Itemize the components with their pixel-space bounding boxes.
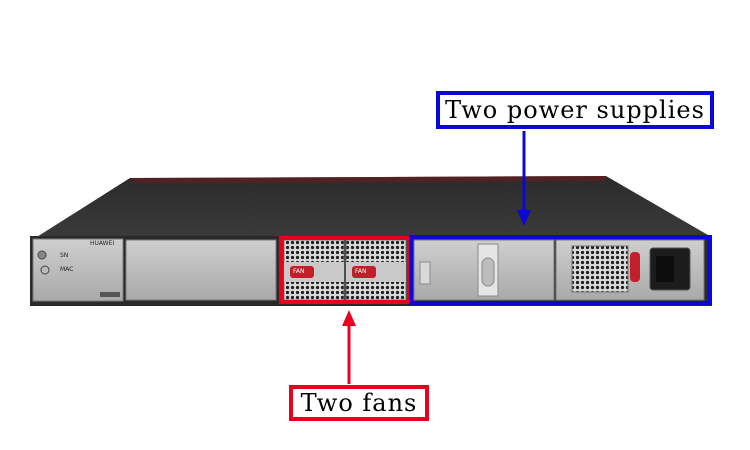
- chassis-top: [32, 176, 708, 240]
- power-supply-modules: [413, 239, 705, 301]
- power-arrow: [517, 131, 531, 226]
- mac-label: MAC: [60, 266, 74, 273]
- ground-icon: [37, 250, 47, 260]
- fans-arrow: [342, 310, 356, 384]
- blank-slot: [125, 239, 277, 301]
- sn-label: SN: [60, 252, 69, 259]
- brand-label: HUAWEI: [90, 240, 115, 247]
- fans-callout: Two fans: [289, 385, 429, 421]
- service-panel: [32, 238, 124, 302]
- power-highlight: [409, 235, 712, 305]
- fan-modules: [283, 239, 407, 301]
- power-supplies-callout: Two power supplies: [436, 91, 714, 129]
- fan-label-left: FAN: [293, 268, 305, 275]
- fan-label-right: FAN: [355, 268, 367, 275]
